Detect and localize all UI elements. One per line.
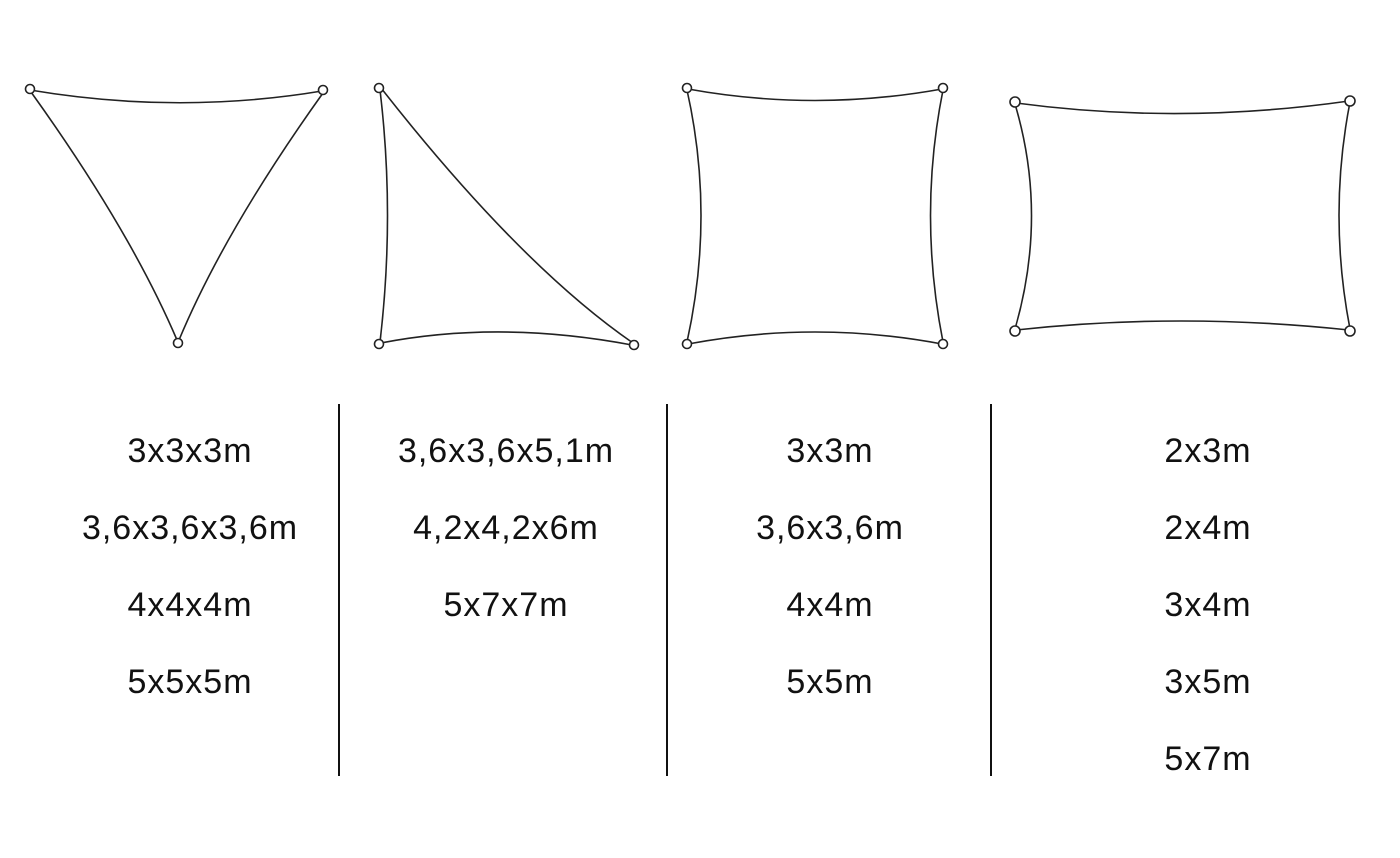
- equilateral-triangle-sail-icon: [24, 83, 329, 349]
- square-outline: [681, 82, 949, 350]
- size-label: 3,6x3,6x5,1m: [397, 432, 615, 470]
- square-sizes: 3x3m 3,6x3,6m 4x4m 5x5m: [680, 421, 980, 729]
- right-triangle-sail-icon: [373, 82, 640, 351]
- size-label: 3x3m: [786, 432, 874, 470]
- size-label: 3x4m: [1164, 586, 1252, 624]
- equilateral-triangle-sizes: 3x3x3m 3,6x3,6x3,6m 4x4x4m 5x5x5m: [40, 421, 340, 729]
- rectangle-outline: [1009, 95, 1356, 337]
- column-divider: [990, 404, 992, 776]
- size-label: 2x4m: [1164, 509, 1252, 547]
- rectangle-sail-icon: [1009, 95, 1356, 337]
- equilateral-triangle-outline: [24, 83, 329, 349]
- size-label: 3x3x3m: [127, 432, 253, 470]
- rectangle-sizes: 2x3m 2x4m 3x4m 3x5m 5x7m: [1058, 421, 1358, 806]
- square-sail-icon: [681, 82, 949, 350]
- size-label: 4x4x4m: [127, 586, 253, 624]
- column-divider: [666, 404, 668, 776]
- size-label: 4,2x4,2x6m: [413, 509, 599, 547]
- size-label: 5x5x5m: [127, 663, 253, 701]
- size-label: 3x5m: [1164, 663, 1252, 701]
- size-label: 2x3m: [1164, 432, 1252, 470]
- size-label: 3,6x3,6x3,6m: [81, 509, 299, 547]
- right-triangle-outline: [373, 82, 640, 351]
- right-triangle-sizes: 3,6x3,6x5,1m 4,2x4,2x6m 5x7x7m: [356, 421, 656, 652]
- size-label: 5x5m: [786, 663, 874, 701]
- size-label: 5x7x7m: [443, 586, 569, 624]
- column-divider: [338, 404, 340, 776]
- size-label: 3,6x3,6m: [756, 509, 904, 547]
- size-label: 4x4m: [786, 586, 874, 624]
- size-label: 5x7m: [1164, 740, 1252, 778]
